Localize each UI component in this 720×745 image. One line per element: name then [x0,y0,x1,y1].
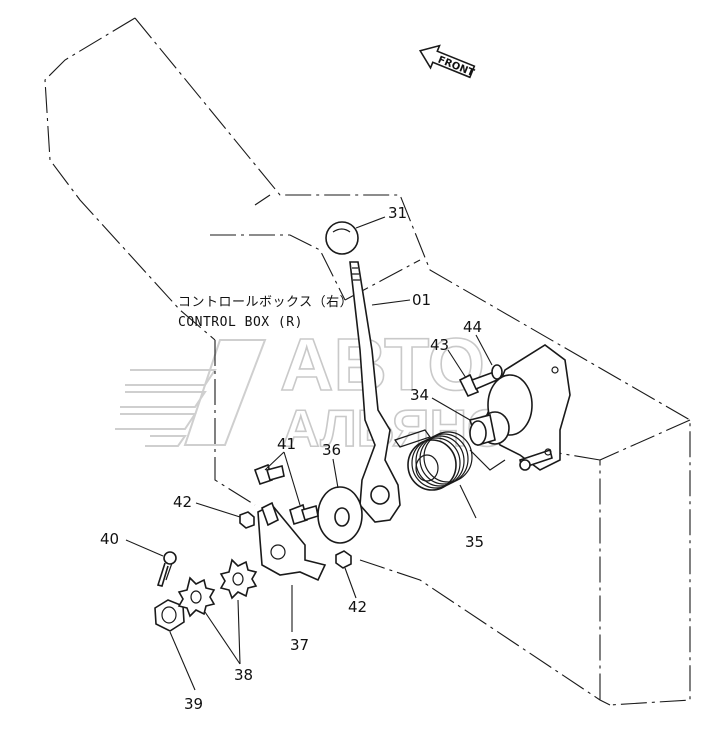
callout-31: 31 [388,204,407,222]
nut-part-39 [154,599,185,632]
bracket-part-34 [468,344,571,471]
control-box-outline [44,17,691,706]
callout-44: 44 [463,318,482,336]
callout-39: 39 [184,695,203,713]
bracket-part-37 [257,501,327,582]
control-box-label-en: CONTROL BOX (R) [178,315,303,330]
callout-43: 43 [430,336,449,354]
control-box-label-jp: コントロールボックス（右） [178,295,353,310]
callout-35: 35 [465,533,484,551]
callout-42-left: 42 [173,493,192,511]
spring-part-35 [394,429,506,491]
watermark-logo [115,339,267,447]
watermark-line2: АЛЬЯНС [282,400,505,458]
callout-01: 01 [412,291,431,309]
disk-part-36 [317,486,363,544]
callout-41: 41 [277,435,296,453]
watermark: АВТО АЛЬЯНС [115,322,505,459]
bolt-part-41 [253,463,319,526]
callout-42-right: 42 [348,598,367,616]
callout-34: 34 [410,386,429,404]
callout-38: 38 [234,666,253,684]
leader-lines [125,216,493,691]
lever-part-01 [349,261,401,523]
cotter-pin-part-40 [156,551,177,587]
front-arrow: FRONT [418,44,476,79]
callout-37: 37 [290,636,309,654]
callout-numbers: 31 01 44 43 34 41 36 42 42 35 40 37 38 3… [100,204,484,713]
knob-part-31 [325,221,359,255]
nut-part-42-right [335,550,352,569]
nut-part-42-left [239,511,255,529]
bolt-part-43 [458,370,499,398]
watermark-line1: АВТО [280,323,485,406]
callout-40: 40 [100,530,119,548]
washer-part-44 [491,364,503,380]
lock-washer-part-38-a [177,576,216,618]
callout-36: 36 [322,441,341,459]
lock-washer-part-38-b [219,558,258,600]
